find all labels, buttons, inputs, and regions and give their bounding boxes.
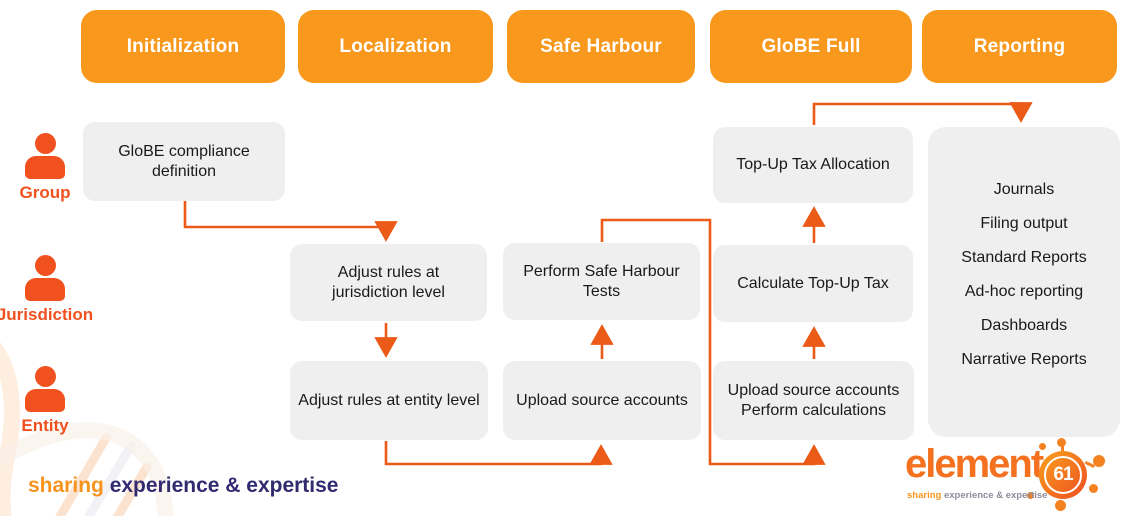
logo-molecule-stub xyxy=(1061,445,1064,455)
row-label-entity: Entity xyxy=(21,416,69,435)
box-label: Adjust rules at jurisdiction level xyxy=(332,263,445,301)
tagline-highlight: sharing xyxy=(28,474,104,497)
logo-molecule-dot xyxy=(1057,438,1066,447)
row-jurisdiction: Jurisdiction xyxy=(0,255,105,325)
box-label: Top-Up Tax Allocation xyxy=(736,156,890,173)
logo-61-ring: 61 xyxy=(1044,456,1082,494)
box-globe-compliance-definition: GloBE compliance definition xyxy=(83,122,285,201)
box-label-line1: Upload source accounts xyxy=(727,381,900,399)
person-icon-body xyxy=(25,156,65,179)
reporting-item-standard-reports: Standard Reports xyxy=(961,249,1087,266)
logo-wordmark: element xyxy=(905,442,1044,486)
box-reporting-outputs: Journals Filing output Standard Reports … xyxy=(928,127,1120,437)
box-label: Calculate Top-Up Tax xyxy=(737,274,889,292)
row-label-jurisdiction: Jurisdiction xyxy=(0,305,94,324)
logo-tagline: sharing experience & expertise xyxy=(907,490,1047,501)
reporting-item-filing-output: Filing output xyxy=(980,215,1068,232)
company-tagline: sharing experience & expertise xyxy=(28,474,339,498)
person-icon xyxy=(34,133,56,154)
box-label: Perform Safe Harbour Tests xyxy=(523,262,680,300)
box-adjust-rules-jurisdiction: Adjust rules at jurisdiction level xyxy=(290,244,487,321)
logo-tagline-highlight: sharing xyxy=(907,490,942,501)
logo-61-circle: 61 xyxy=(1039,451,1087,499)
logo-word: element xyxy=(905,442,1044,486)
reporting-item-narrative-reports: Narrative Reports xyxy=(961,351,1087,368)
phase-localization: Localization xyxy=(298,10,493,83)
person-icon xyxy=(34,255,56,276)
row-entity: Entity xyxy=(0,366,105,436)
box-upload-source-accounts-sh: Upload source accounts xyxy=(503,361,701,440)
person-icon-body xyxy=(25,278,65,301)
logo-molecule-dot xyxy=(1039,443,1046,450)
reporting-item-journals: Journals xyxy=(993,181,1055,198)
row-label-group: Group xyxy=(19,183,71,202)
box-label: Upload source accounts xyxy=(516,391,688,409)
logo-molecule-dot xyxy=(1027,492,1034,499)
box-calculate-topup-tax: Calculate Top-Up Tax xyxy=(713,245,913,322)
reporting-item-adhoc-reporting: Ad-hoc reporting xyxy=(964,283,1084,300)
logo-molecule-dot xyxy=(1093,455,1105,467)
phase-safe-harbour: Safe Harbour xyxy=(507,10,695,83)
logo-number: 61 xyxy=(1053,464,1073,485)
box-label: Adjust rules at entity level xyxy=(298,391,480,409)
box-adjust-rules-entity: Adjust rules at entity level xyxy=(290,361,488,440)
phase-initialization: Initialization xyxy=(81,10,285,83)
phase-globe-full: GloBE Full xyxy=(710,10,912,83)
reporting-item-dashboards: Dashboards xyxy=(980,317,1068,334)
logo-molecule-dot xyxy=(1089,484,1098,493)
box-perform-safe-harbour-tests: Perform Safe Harbour Tests xyxy=(503,243,700,320)
phase-reporting: Reporting xyxy=(922,10,1117,83)
element61-logo: element 61 sharing experience & expertis… xyxy=(905,438,1125,514)
box-label-line2: Perform calculations xyxy=(741,401,886,419)
person-icon xyxy=(34,366,56,387)
box-label: GloBE compliance definition xyxy=(118,142,250,180)
logo-tagline-rest: experience & expertise xyxy=(941,490,1048,501)
tagline-rest: experience & expertise xyxy=(103,474,339,497)
row-group: Group xyxy=(0,133,105,203)
logo-molecule-dot xyxy=(1055,500,1066,511)
dna-helix-watermark xyxy=(0,310,481,516)
box-upload-source-perform-calculations: Upload source accounts Perform calculati… xyxy=(713,361,914,440)
box-topup-tax-allocation: Top-Up Tax Allocation xyxy=(713,127,913,203)
person-icon-body xyxy=(25,389,65,412)
